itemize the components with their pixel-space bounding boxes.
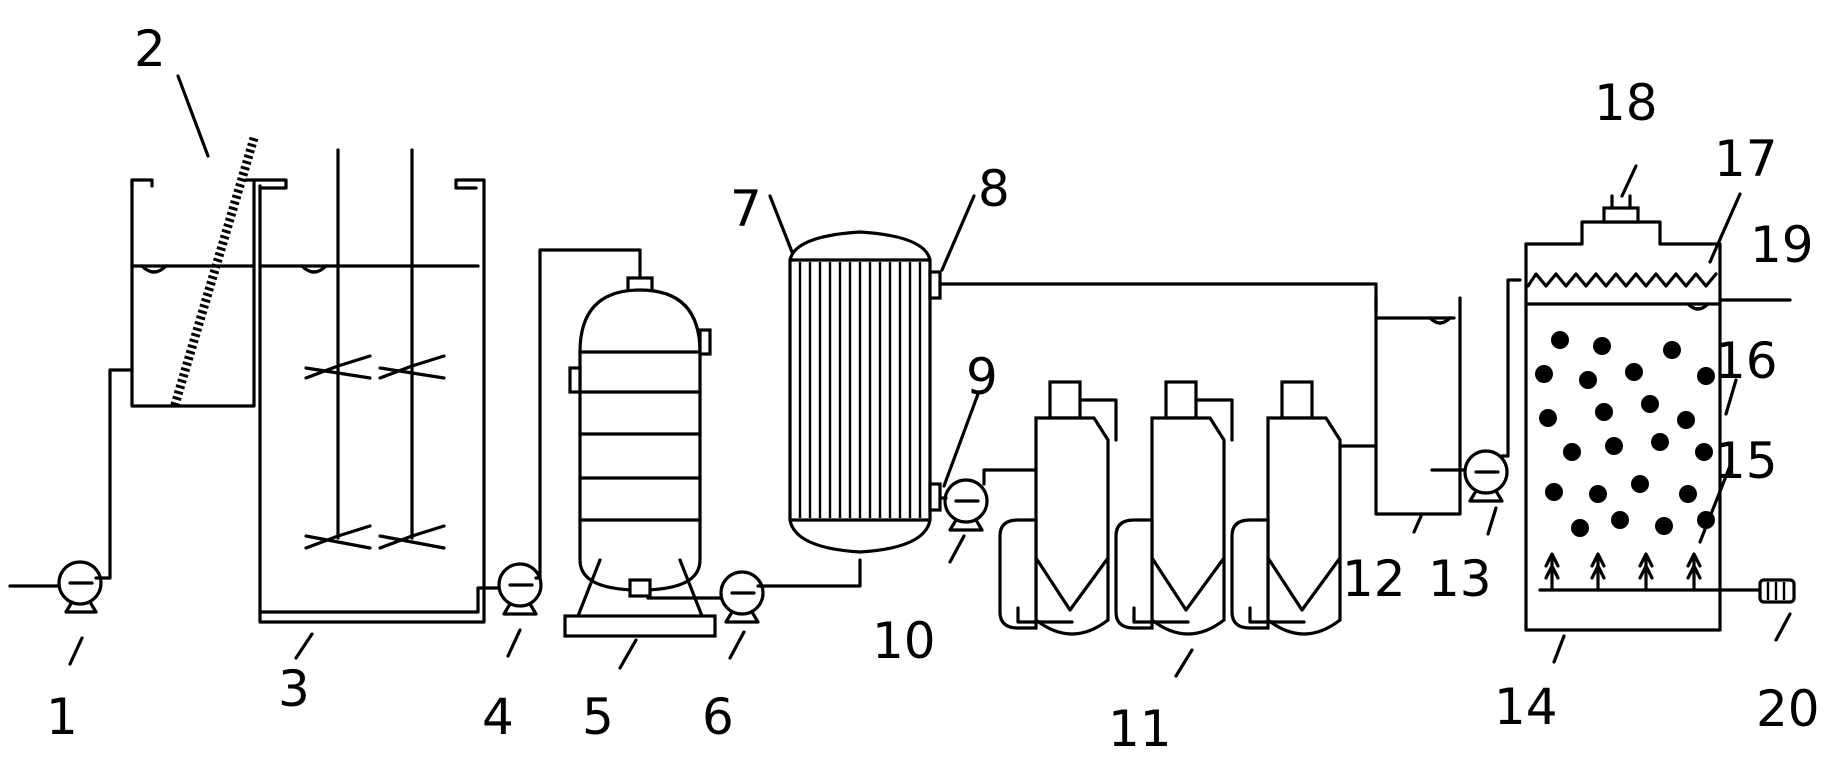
label-10: 10 [872, 612, 936, 670]
pump-4 [497, 248, 642, 616]
label-12: 12 [1342, 550, 1406, 608]
label-2: 2 [134, 20, 166, 78]
label-14: 14 [1494, 678, 1558, 736]
label-19: 19 [1750, 216, 1814, 274]
label-13: 13 [1428, 550, 1492, 608]
settling-box-12 [1374, 296, 1466, 516]
label-7: 7 [730, 180, 762, 238]
label-11: 11 [1108, 700, 1172, 758]
pump-13 [1463, 278, 1522, 503]
mixing-tank [258, 148, 502, 624]
feed-pump-1 [8, 368, 134, 614]
label-16: 16 [1714, 332, 1778, 390]
reactor-11a [998, 380, 1118, 636]
label-8: 8 [978, 160, 1010, 218]
reactor-11b [1114, 380, 1234, 636]
biofilter-tank-14 [1524, 194, 1792, 632]
label-20: 20 [1756, 680, 1820, 738]
label-17: 17 [1714, 130, 1778, 188]
label-4: 4 [482, 688, 514, 746]
label-18: 18 [1594, 74, 1658, 132]
heat-exchanger-7 [788, 230, 942, 554]
label-15: 15 [1714, 432, 1778, 490]
blower-20 [1758, 578, 1796, 604]
reactor-11c [1230, 380, 1378, 636]
pump-10 [938, 468, 1042, 532]
pump-6 [719, 558, 862, 624]
inclined-screen [169, 136, 259, 410]
label-1: 1 [46, 688, 78, 746]
column-vessel-5 [563, 276, 722, 638]
screen-tank [130, 178, 288, 408]
label-3: 3 [278, 660, 310, 718]
top-pipe [938, 282, 1378, 312]
label-5: 5 [582, 688, 614, 746]
leader-lines [68, 74, 1792, 678]
label-6: 6 [702, 688, 734, 746]
label-9: 9 [966, 348, 998, 406]
